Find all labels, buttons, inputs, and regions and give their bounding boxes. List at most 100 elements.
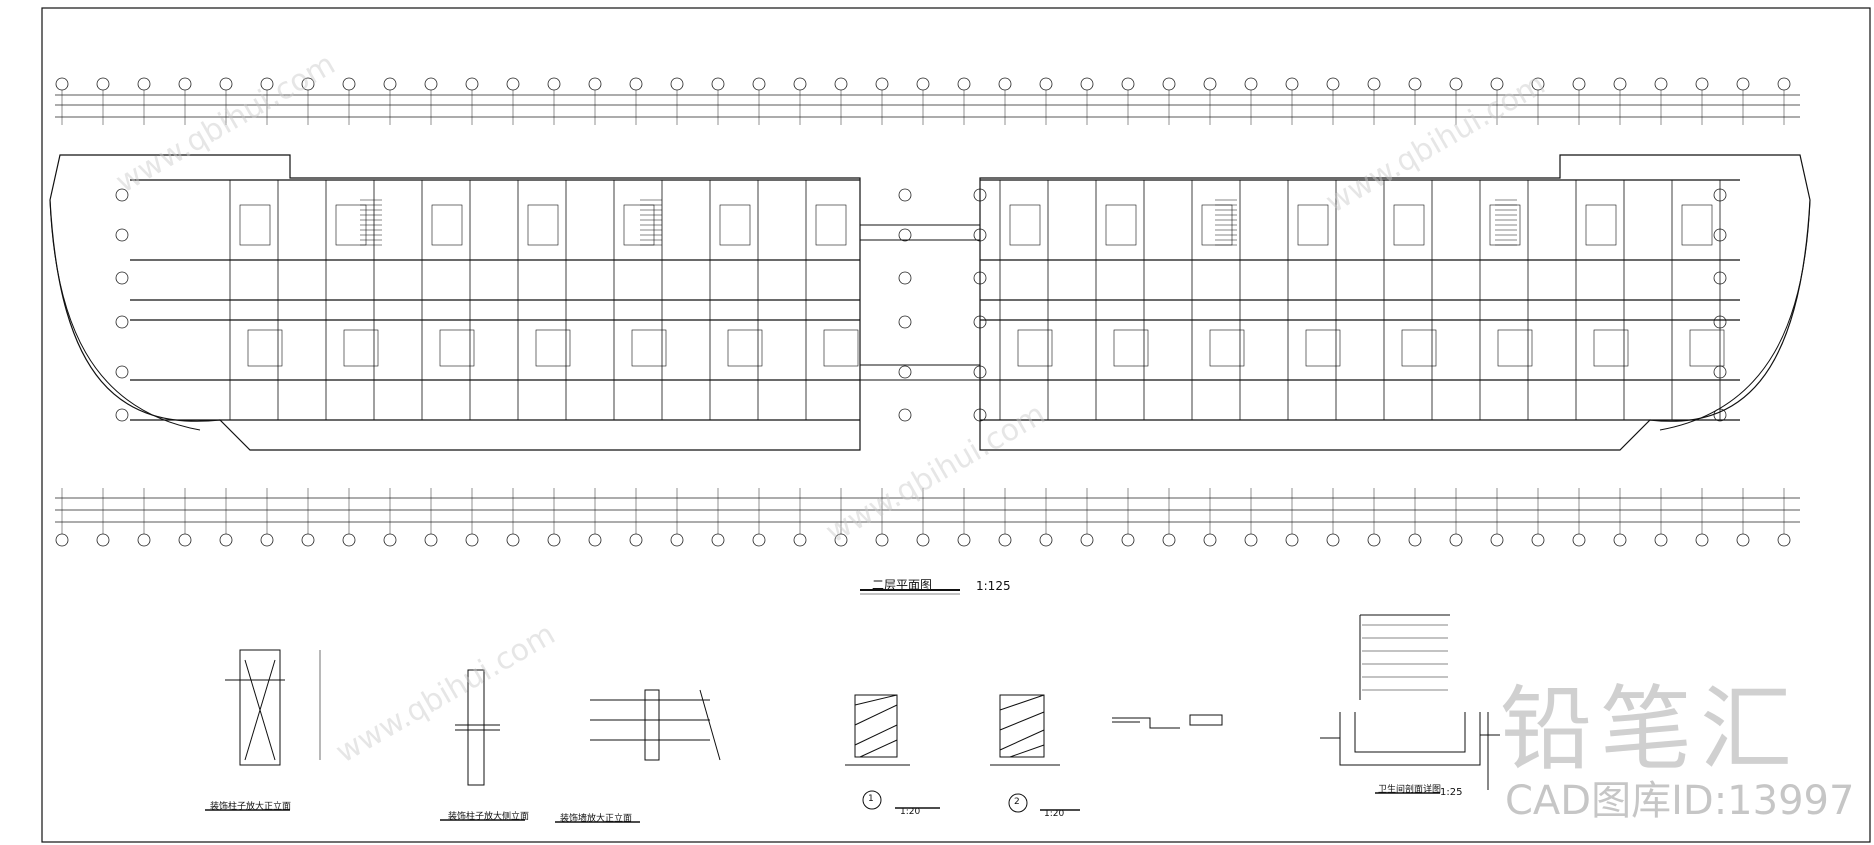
axis-bubble	[711, 77, 725, 91]
axis-bubble	[1121, 77, 1135, 91]
axis-bubble	[898, 315, 912, 329]
room-fixture	[1297, 204, 1329, 246]
axis-bubble	[547, 533, 561, 547]
axis-bubble	[998, 77, 1012, 91]
room-fixture	[535, 329, 571, 367]
plan-left-wing	[49, 154, 861, 451]
axis-bubble	[1203, 533, 1217, 547]
axis-bubble	[1572, 77, 1586, 91]
axis-bubble	[465, 533, 479, 547]
detail-5-scale: 1:20	[1044, 809, 1065, 819]
room-fixture	[239, 204, 271, 246]
axis-bubble	[898, 271, 912, 285]
axis-bubble	[1244, 77, 1258, 91]
axis-bubble	[898, 408, 912, 422]
room-fixture	[1393, 204, 1425, 246]
detail-wall-front	[555, 689, 721, 823]
axis-bubble	[1039, 533, 1053, 547]
axis-bubble	[793, 533, 807, 547]
axis-bubble	[342, 533, 356, 547]
axis-bubble	[260, 533, 274, 547]
axis-bubble	[1449, 77, 1463, 91]
axis-bubbles-top	[55, 77, 1791, 125]
axis-bubble	[1326, 77, 1340, 91]
room-fixture	[1017, 329, 1053, 367]
axis-bubble	[115, 228, 129, 242]
axis-bubble	[588, 77, 602, 91]
bottom-dimension-lines	[55, 497, 1800, 523]
axis-bubble	[1490, 533, 1504, 547]
room-fixture	[823, 329, 859, 367]
detail-4-scale: 1:20	[900, 807, 921, 817]
axis-bubble	[670, 533, 684, 547]
top-dimension-lines	[55, 94, 1800, 118]
room-fixture	[1305, 329, 1341, 367]
detail-profile	[1112, 714, 1223, 729]
axis-bubble	[1654, 533, 1668, 547]
axis-bubble	[898, 188, 912, 202]
axis-bubble	[916, 533, 930, 547]
axis-bubble	[875, 533, 889, 547]
axis-bubble	[506, 533, 520, 547]
detail-7-scale: 1:25	[1440, 787, 1463, 798]
axis-bubble	[115, 188, 129, 202]
room-fixture	[727, 329, 763, 367]
axis-bubble	[834, 77, 848, 91]
axis-bubbles-side	[115, 188, 1727, 422]
room-fixture	[439, 329, 475, 367]
room-fixture	[1497, 329, 1533, 367]
room-fixture	[1113, 329, 1149, 367]
detail-2-title: 装饰柱子放大侧立面	[448, 812, 530, 822]
detail-section-2	[990, 694, 1080, 813]
axis-bubble	[670, 77, 684, 91]
detail-7-title: 卫生间剖面详图	[1378, 785, 1442, 795]
axis-bubble	[115, 365, 129, 379]
detail-column-side	[440, 669, 525, 821]
room-fixture	[719, 204, 751, 246]
axis-bubble	[178, 77, 192, 91]
axis-bubble	[1408, 77, 1422, 91]
axis-bubble	[711, 533, 725, 547]
axis-bubble	[178, 533, 192, 547]
axis-bubbles-bottom	[55, 488, 1791, 547]
axis-bubble	[219, 77, 233, 91]
axis-bubble	[1080, 77, 1094, 91]
axis-bubble	[752, 533, 766, 547]
axis-bubble	[588, 533, 602, 547]
axis-bubble	[898, 365, 912, 379]
axis-bubble	[898, 228, 912, 242]
axis-bubble	[1572, 533, 1586, 547]
watermark-id: CAD图库ID:13997	[1505, 778, 1855, 824]
axis-bubble	[342, 77, 356, 91]
axis-bubble	[424, 533, 438, 547]
room-fixture	[1209, 329, 1245, 367]
axis-bubble	[957, 77, 971, 91]
main-plan-title: 二层平面图	[872, 578, 933, 592]
room-fixture	[1105, 204, 1137, 246]
axis-bubble	[137, 77, 151, 91]
axis-bubble	[1039, 77, 1053, 91]
axis-bubble	[1736, 533, 1750, 547]
axis-bubble	[1203, 77, 1217, 91]
axis-bubble	[793, 77, 807, 91]
axis-bubble	[1367, 533, 1381, 547]
room-fixture	[631, 329, 667, 367]
axis-bubble	[115, 408, 129, 422]
axis-bubble	[1408, 533, 1422, 547]
plan-connector	[860, 224, 980, 381]
axis-bubble	[1736, 77, 1750, 91]
axis-bubble	[55, 77, 69, 91]
room-fixture	[431, 204, 463, 246]
room-fixture	[247, 329, 283, 367]
axis-bubble	[1162, 533, 1176, 547]
axis-bubble	[1777, 533, 1791, 547]
axis-bubble	[1285, 77, 1299, 91]
room-fixture	[1689, 329, 1725, 367]
room-fixture	[1681, 204, 1713, 246]
axis-bubble	[301, 533, 315, 547]
axis-bubble	[629, 77, 643, 91]
axis-bubble	[424, 77, 438, 91]
detail-column-front	[205, 649, 321, 811]
axis-bubble	[1080, 533, 1094, 547]
sheet-border	[41, 7, 1871, 843]
